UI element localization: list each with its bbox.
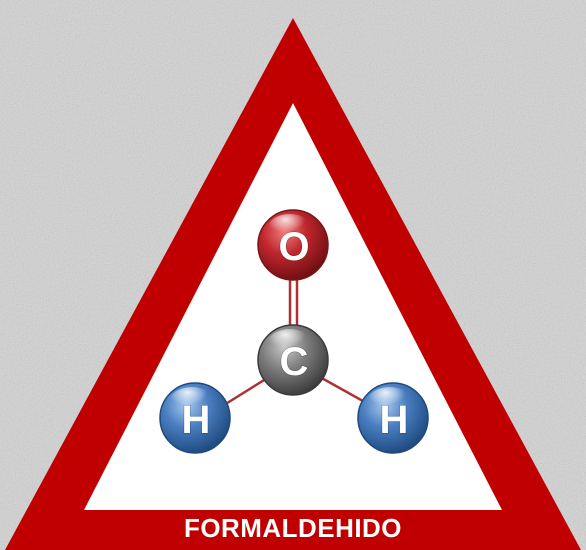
sign-title: FORMALDEHIDO bbox=[184, 513, 402, 543]
hydrogen-right-symbol: H bbox=[380, 398, 409, 442]
carbon-symbol: C bbox=[280, 340, 309, 384]
carbon-atom: C bbox=[257, 324, 329, 396]
hydrogen-atom-right: H bbox=[357, 382, 429, 454]
hydrogen-atom-left: H bbox=[159, 382, 231, 454]
hydrogen-left-symbol: H bbox=[182, 398, 211, 442]
oxygen-atom: O bbox=[257, 209, 329, 281]
oxygen-symbol: O bbox=[278, 225, 309, 269]
